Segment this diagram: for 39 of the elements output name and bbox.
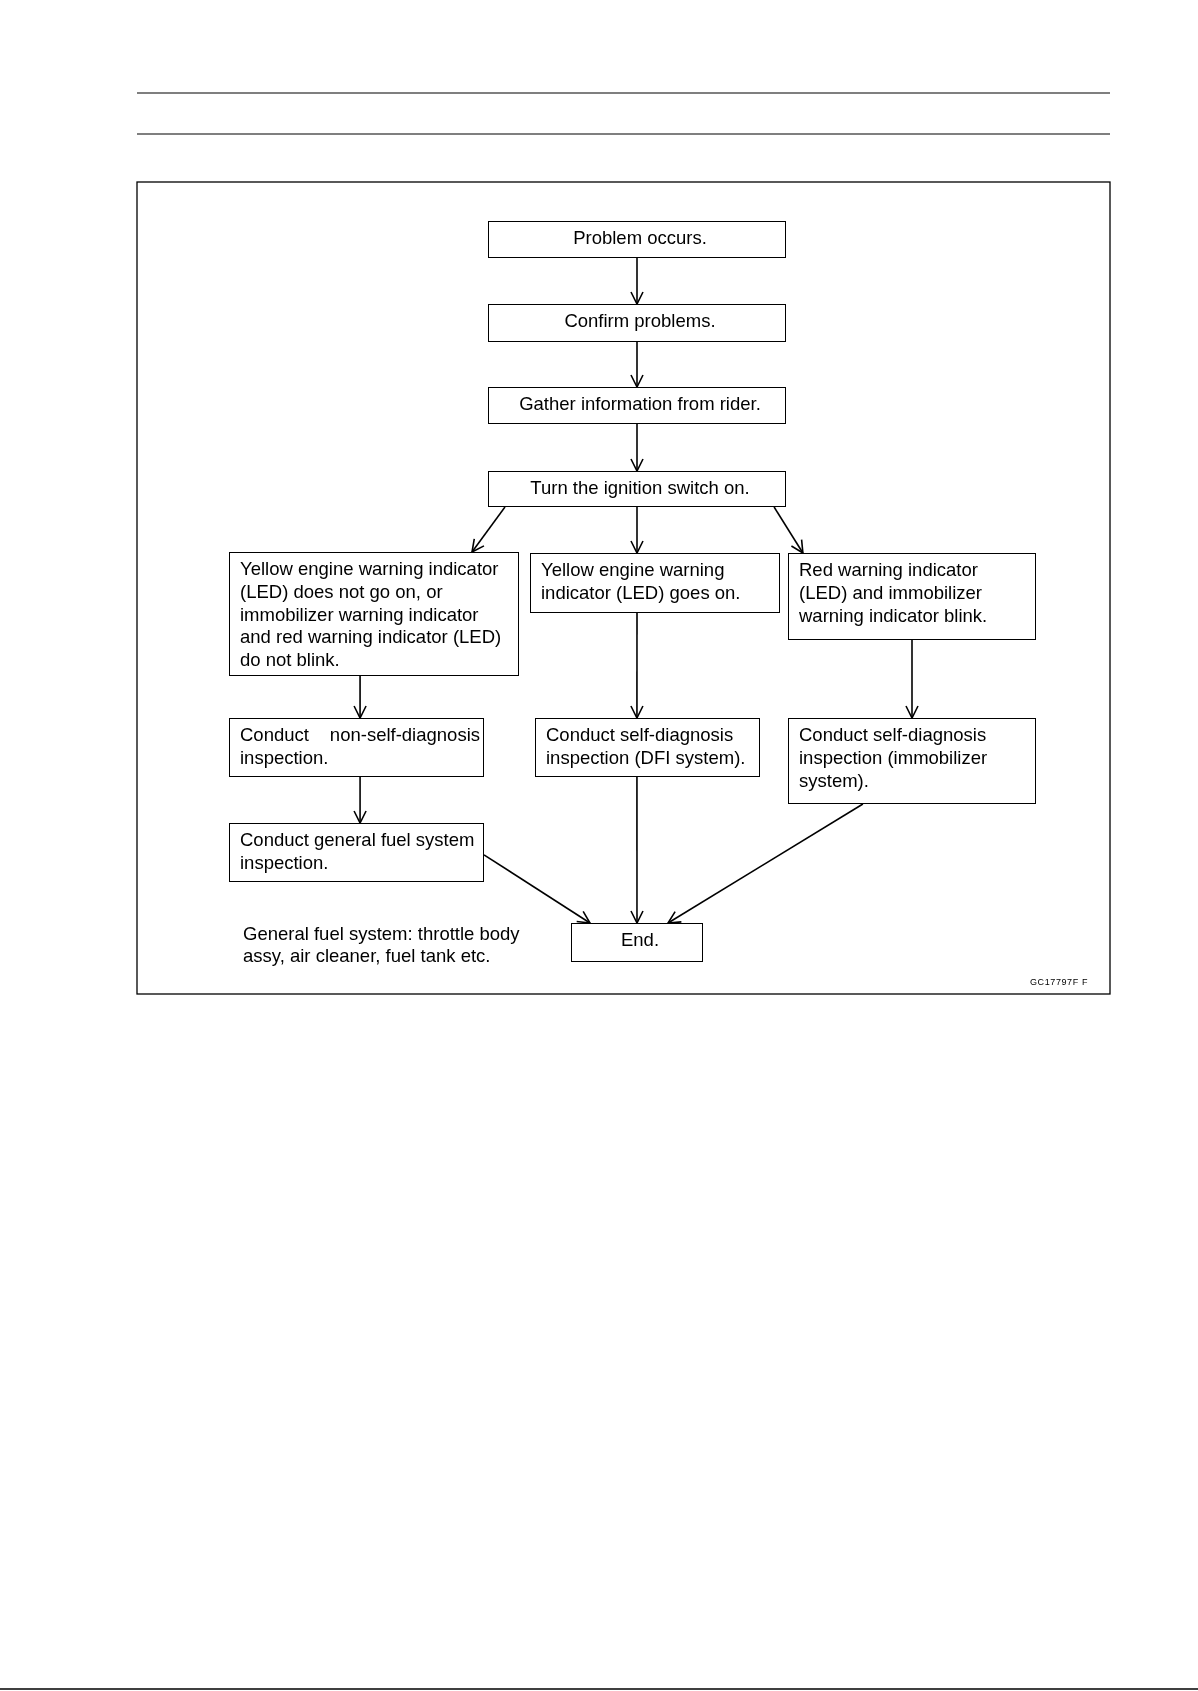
step-text: End.: [619, 929, 661, 952]
process-box: [788, 553, 1036, 640]
process-box: [229, 718, 484, 777]
process-box: [530, 553, 780, 613]
step-text: Conduct self-diagnosis inspection (DFI system).: [546, 724, 747, 770]
step-text: Turn the ignition switch on.: [529, 477, 751, 500]
figure-code: GC17797F F: [1030, 977, 1089, 988]
note-text: General fuel system: throttle body assy, air cleaner, fuel tank etc.: [243, 923, 521, 966]
arrow: [630, 423, 644, 472]
step-text: Yellow engine warning indicator (LED) goes on.: [541, 559, 742, 605]
process-box: [488, 221, 786, 258]
process-box: [488, 304, 786, 342]
arrow: [630, 506, 644, 554]
process-box: [229, 823, 484, 882]
arrow: [353, 776, 367, 824]
step-text: Conduct non-self-diagnosis inspection.: [240, 724, 480, 770]
arrow: [471, 506, 506, 553]
arrow: [630, 776, 644, 924]
arrow: [630, 257, 644, 305]
step-text: Yellow engine warning indicator (LED) does not go on, or immobilizer warning indicator and red warning indicator (LED) do not blink.: [240, 558, 503, 672]
step-text: Gather information from rider.: [518, 393, 762, 416]
process-box: [488, 471, 786, 507]
process-box: [488, 387, 786, 424]
process-box: [535, 718, 760, 777]
arrow: [905, 639, 919, 719]
step-text: Confirm problems.: [563, 310, 717, 333]
arrow: [353, 675, 367, 719]
arrow: [483, 854, 591, 924]
process-box: [571, 923, 703, 962]
arrow: [667, 803, 864, 924]
arrow: [630, 341, 644, 388]
arrow: [630, 612, 644, 719]
step-text: Conduct general fuel system inspection.: [240, 829, 476, 875]
arrow: [773, 506, 804, 554]
process-box: [788, 718, 1036, 804]
step-text: Conduct self-diagnosis inspection (immobilizer system).: [799, 724, 989, 793]
process-box: [229, 552, 519, 676]
step-text: Problem occurs.: [572, 227, 708, 250]
step-text: Red warning indicator (LED) and immobilizer warning indicator blink.: [799, 559, 989, 628]
